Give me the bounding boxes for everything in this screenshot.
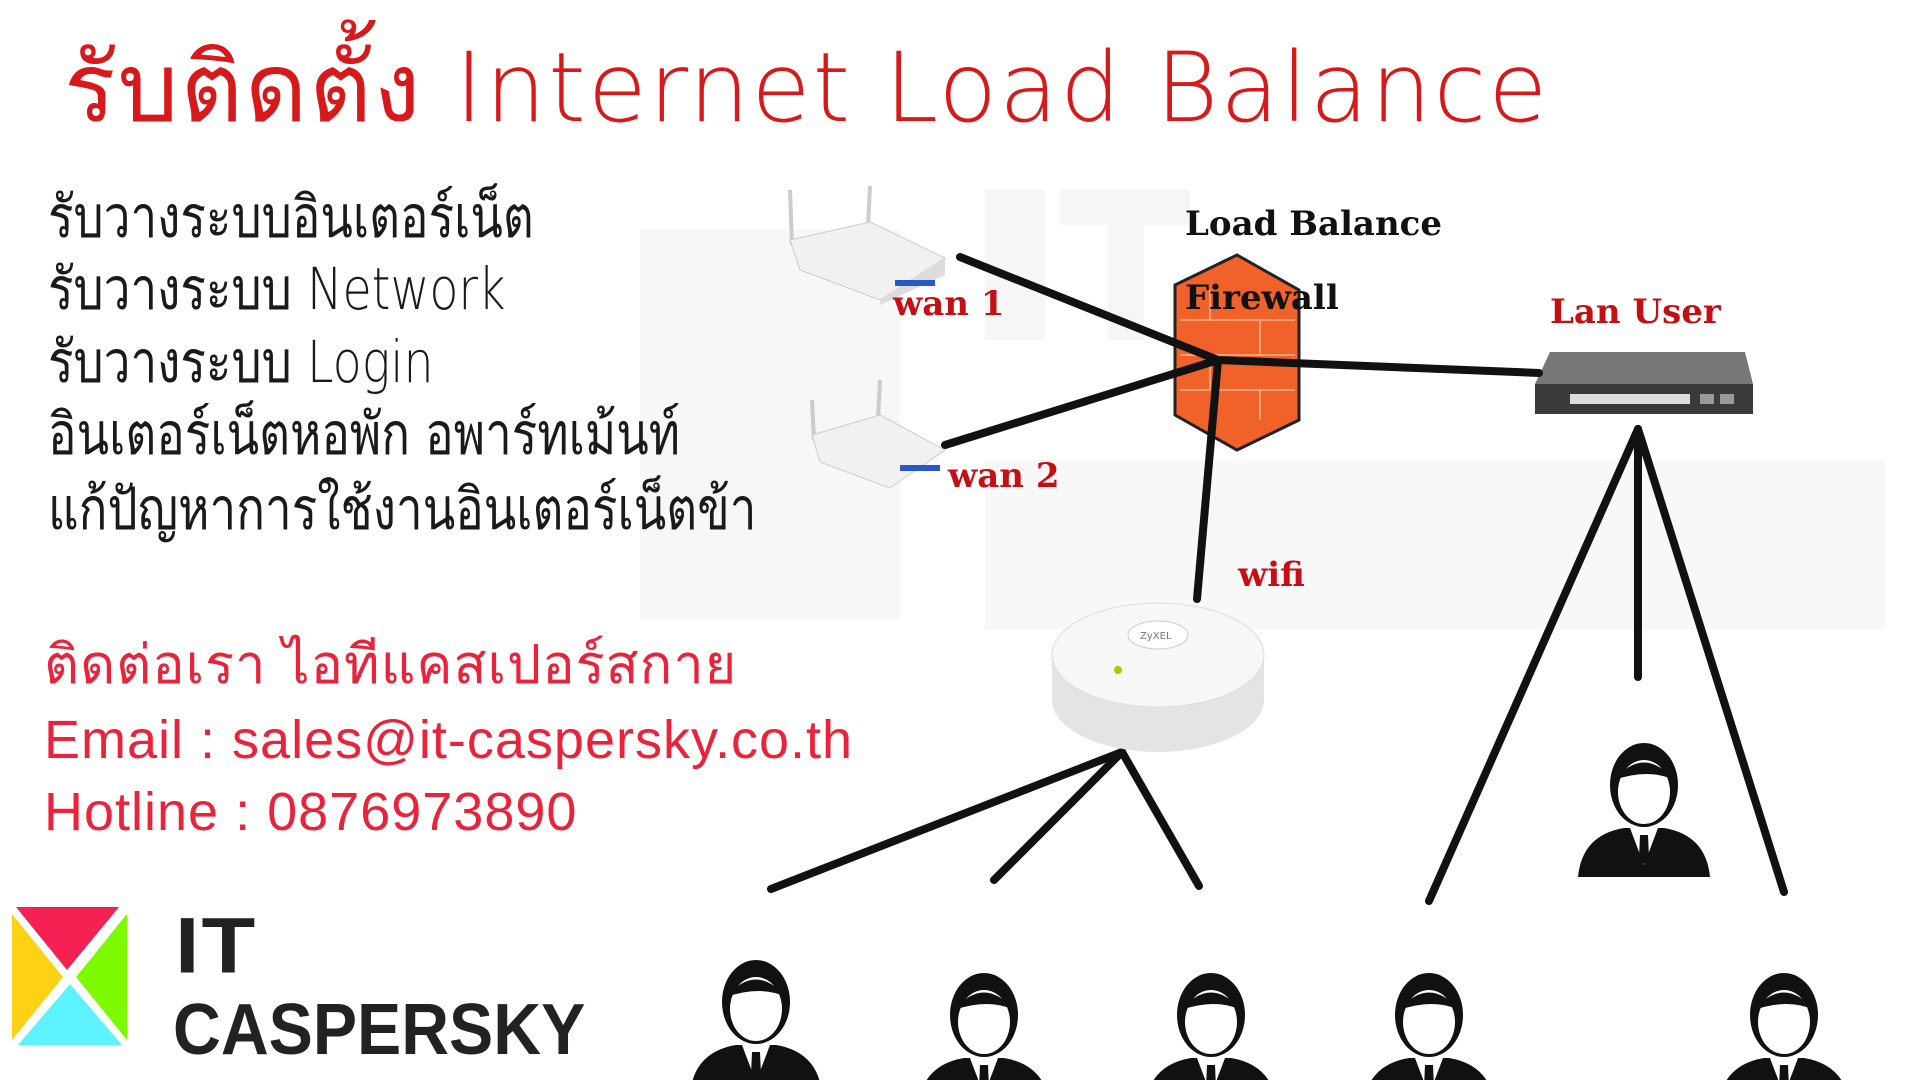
connection-lines bbox=[767, 253, 1788, 905]
user-icon bbox=[1578, 743, 1710, 877]
user-icon bbox=[1153, 973, 1269, 1080]
logo-text-it: IT bbox=[175, 900, 258, 990]
user-icon bbox=[1726, 973, 1842, 1080]
contact-heading: ติดต่อเรา ไอทีแคสเปอร์สกาย bbox=[44, 635, 738, 695]
wan1-label: wan 1 bbox=[893, 284, 1005, 324]
switch-icon bbox=[1535, 352, 1753, 414]
access-point-icon: ZyXEL bbox=[1051, 602, 1265, 752]
contact-email: Email : sales@it-caspersky.co.th bbox=[44, 710, 854, 770]
page-title: รับติดตั้ง Internet Load Balance bbox=[64, 32, 1550, 144]
service-item: รับวางระบบอินเตอร์เน็ต bbox=[48, 183, 534, 251]
ap-brand-label: ZyXEL bbox=[1140, 631, 1172, 642]
firewall-icon bbox=[1173, 253, 1301, 452]
contact-hotline: Hotline : 0876973890 bbox=[44, 782, 578, 842]
logo-text-caspersky: CASPERSKY bbox=[173, 990, 586, 1070]
service-item: อินเตอร์เน็ตหอพัก อพาร์ทเม้นท์ bbox=[48, 400, 681, 468]
user-icon bbox=[926, 973, 1042, 1080]
router-icon bbox=[788, 185, 947, 305]
service-item: รับวางระบบ Login bbox=[48, 328, 434, 396]
service-item: แก้ปัญหาการใช้งานอินเตอร์เน็ตข้า bbox=[48, 475, 757, 543]
user-icon bbox=[692, 960, 820, 1080]
service-item: รับวางระบบ Network bbox=[48, 255, 506, 323]
load-balance-label: Load Balance bbox=[1185, 204, 1442, 244]
router-icon bbox=[810, 379, 946, 489]
lan-user-label: Lan User bbox=[1550, 292, 1721, 332]
user-icon bbox=[1371, 973, 1487, 1080]
firewall-label: Firewall bbox=[1185, 278, 1339, 318]
wan2-label: wan 2 bbox=[948, 456, 1060, 496]
wifi-label: wifi bbox=[1238, 555, 1305, 595]
